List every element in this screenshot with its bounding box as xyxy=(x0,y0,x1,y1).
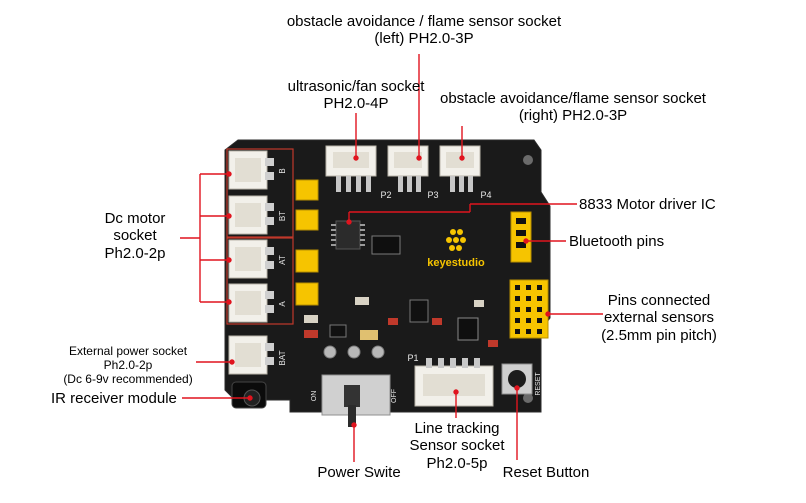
label-obstacle-left: obstacle avoidance / flame sensor socket… xyxy=(286,13,562,48)
ir-receiver xyxy=(231,381,267,409)
motor-channel-outlines xyxy=(226,148,294,325)
mount-hole-bottom-right xyxy=(523,393,533,403)
label-ext-power: External power socket Ph2.0-2p (Dc 6-9v … xyxy=(63,344,193,386)
label-dc-motor: Dc motor socket Ph2.0-2p xyxy=(104,210,166,262)
mount-hole-top-right xyxy=(523,155,533,165)
silk-bat: BAT xyxy=(278,350,287,365)
socket-p2 xyxy=(325,145,377,192)
bat-socket xyxy=(228,335,274,375)
bluetooth-header xyxy=(510,211,532,263)
label-ir: IR receiver module xyxy=(51,390,177,407)
label-reset: Reset Button xyxy=(502,464,590,481)
silk-motor-bt: BT xyxy=(278,211,287,221)
silk-p4: P4 xyxy=(480,190,491,200)
motor-socket-4 xyxy=(228,283,274,323)
label-motor-ic: 8833 Motor driver IC xyxy=(579,196,716,213)
silk-motor-a: A xyxy=(278,301,287,307)
label-power: Power Swite xyxy=(317,464,401,481)
silk-p2: P2 xyxy=(380,190,391,200)
silk-p3: P3 xyxy=(427,190,438,200)
label-line-tracking: Line tracking Sensor socket Ph2.0-5p xyxy=(409,420,505,472)
motor-socket-1 xyxy=(228,150,274,190)
silk-off: OFF xyxy=(391,389,398,403)
power-switch xyxy=(321,345,391,427)
reset-button xyxy=(501,363,533,395)
socket-p1 xyxy=(414,358,494,407)
motor-driver-ic xyxy=(331,220,365,250)
silk-p1: P1 xyxy=(407,353,418,363)
socket-p3 xyxy=(387,145,429,192)
socket-p4 xyxy=(439,145,481,192)
silk-on: ON xyxy=(311,391,318,402)
motor-jumpers xyxy=(295,179,319,306)
silk-reset: RESET xyxy=(535,372,542,396)
silk-motor-at: AT xyxy=(278,255,287,265)
label-ultrasonic: ultrasonic/fan socket PH2.0-4P xyxy=(287,78,425,113)
label-ext-sensors: Pins connected external sensors (2.5mm p… xyxy=(601,292,717,344)
brand-logo-mark xyxy=(446,229,466,251)
silk-motor-b: B xyxy=(278,168,287,173)
label-bluetooth: Bluetooth pins xyxy=(569,233,665,250)
brand-logo-text: keyestudio xyxy=(427,257,485,269)
smd-components xyxy=(304,235,498,347)
motor-socket-3 xyxy=(228,239,274,279)
motor-socket-2 xyxy=(228,195,274,235)
pcb-board xyxy=(224,139,551,413)
label-obstacle-right: obstacle avoidance/flame sensor socket (… xyxy=(440,90,706,125)
sensor-pin-header xyxy=(509,279,549,339)
callout-lines xyxy=(180,54,603,462)
